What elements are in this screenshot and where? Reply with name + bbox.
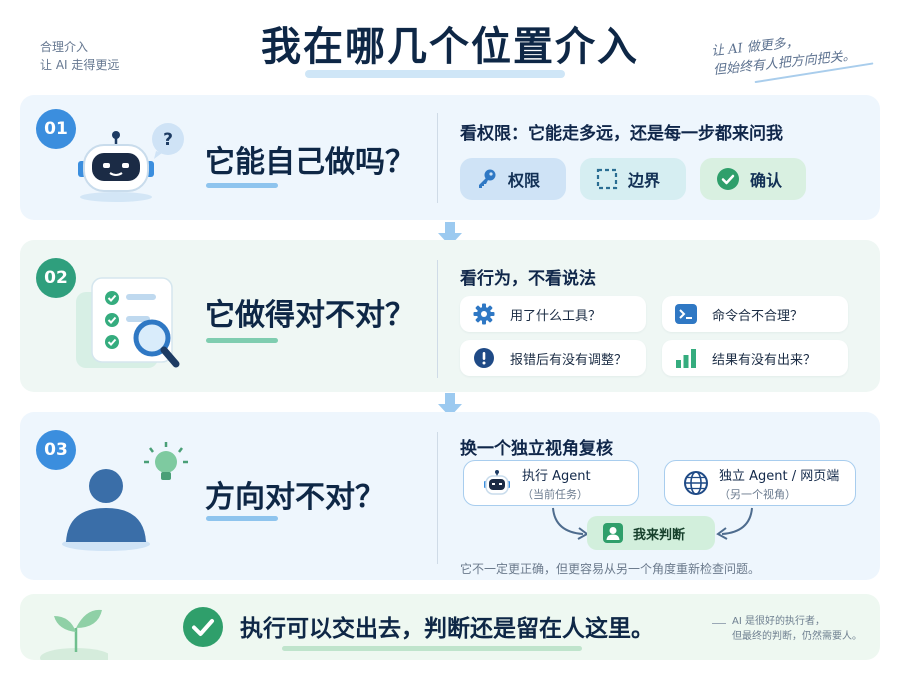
curved-arrow-icon: [716, 507, 753, 540]
check-item-tools: 用了什么工具？: [460, 296, 646, 332]
exec-agent-title: 执行 Agent: [522, 468, 591, 484]
left-note-line-2: 让 AI 走得更远: [40, 58, 120, 72]
judge-badge: 我来判断: [587, 516, 715, 550]
curved-arrow-icon: [552, 507, 589, 540]
question-underline: [206, 338, 278, 343]
step-card-1: 01 ? 它能自己做吗？ 看权限：它能走多远，还是每一步都来问我 权限 边界: [20, 95, 880, 220]
robot-icon: [484, 470, 510, 495]
step-number-badge: 01: [36, 109, 76, 149]
independent-agent-sub: （另一个视角）: [719, 487, 796, 501]
step-number-badge: 02: [36, 258, 76, 298]
exclamation-icon: [474, 348, 494, 368]
check-circle-icon: [183, 607, 223, 647]
step-number-badge: 03: [36, 430, 76, 470]
down-arrow-icon: [438, 393, 462, 417]
step-question: 方向对不对？: [205, 480, 385, 515]
person-idea-icon: [62, 442, 188, 551]
independent-agent-title: 独立 Agent / 网页端: [719, 468, 840, 484]
check-item-label: 命令合不合理？: [712, 308, 804, 324]
step-card-3: 03 方向对不对？ 换一个独立视角复核 执行 Agent （当前任务）: [20, 412, 880, 580]
globe-icon: [684, 471, 708, 495]
check-item-result: 结果有没有出来？: [662, 340, 848, 376]
step-question: 它能自己做吗？: [205, 145, 415, 180]
bar-chart-icon: [676, 349, 696, 368]
step-subtitle: 看行为，不看说法: [460, 269, 596, 289]
independent-agent-card: 独立 Agent / 网页端 （另一个视角）: [664, 460, 856, 506]
sprout-icon: [40, 609, 108, 660]
footer-note-line-1: AI 是很好的执行者，: [732, 616, 825, 627]
left-note-line-1: 合理介入: [40, 40, 89, 54]
check-item-label: 结果有没有出来？: [712, 352, 817, 368]
divider: [437, 432, 438, 564]
step-subtitle: 换一个独立视角复核: [460, 439, 613, 459]
step-card-2: 02 它做得对不对？ 看行为，不看说法: [20, 240, 880, 392]
footer-note: AI 是很好的执行者， 但最终的判断，仍然需要人。: [710, 614, 862, 644]
check-item-command: 命令合不合理？: [662, 296, 848, 332]
pill-permission: 权限: [460, 158, 566, 200]
judge-label: 我来判断: [633, 527, 686, 543]
check-item-error: 报错后有没有调整？: [460, 340, 646, 376]
robot-icon: ?: [78, 123, 184, 202]
down-arrow-icon: [438, 222, 462, 246]
title-underline: [305, 70, 565, 78]
footer-underline: [282, 646, 582, 651]
check-circle-icon: [717, 168, 739, 190]
footer-dash: [712, 623, 726, 624]
question-underline: [206, 516, 278, 521]
question-underline: [206, 183, 278, 188]
footer-statement: 执行可以交出去，判断还是留在人这里。: [240, 616, 654, 642]
review-note: 它不一定更正确，但更容易从另一个角度重新检查问题。: [460, 562, 761, 576]
divider: [437, 113, 438, 203]
dashed-square-icon: [596, 168, 618, 190]
terminal-icon: [675, 304, 697, 324]
pill-label: 权限: [508, 171, 541, 190]
user-icon: [603, 523, 623, 543]
header-left-note: 合理介入 让 AI 走得更远: [40, 38, 119, 74]
step-question: 它做得对不对？: [205, 298, 415, 333]
pill-confirm: 确认: [700, 158, 806, 200]
pill-label: 确认: [750, 171, 783, 190]
check-item-label: 用了什么工具？: [510, 308, 602, 324]
footer-banner: 执行可以交出去，判断还是留在人这里。 AI 是很好的执行者， 但最终的判断，仍然…: [20, 594, 880, 660]
page-title: 我在哪几个位置介入: [261, 24, 639, 70]
step-subtitle: 看权限：它能走多远，还是每一步都来问我: [460, 124, 783, 144]
key-icon: [479, 169, 496, 188]
svg-text:?: ?: [163, 130, 173, 150]
pill-boundary: 边界: [580, 158, 686, 200]
checklist-search-icon: [76, 277, 180, 368]
divider: [437, 260, 438, 378]
exec-agent-sub: （当前任务）: [522, 487, 588, 501]
gear-icon: [473, 303, 495, 325]
check-item-label: 报错后有没有调整？: [510, 352, 628, 368]
exec-agent-card: 执行 Agent （当前任务）: [463, 460, 639, 506]
pill-label: 边界: [628, 171, 661, 190]
footer-note-line-2: 但最终的判断，仍然需要人。: [732, 631, 862, 642]
